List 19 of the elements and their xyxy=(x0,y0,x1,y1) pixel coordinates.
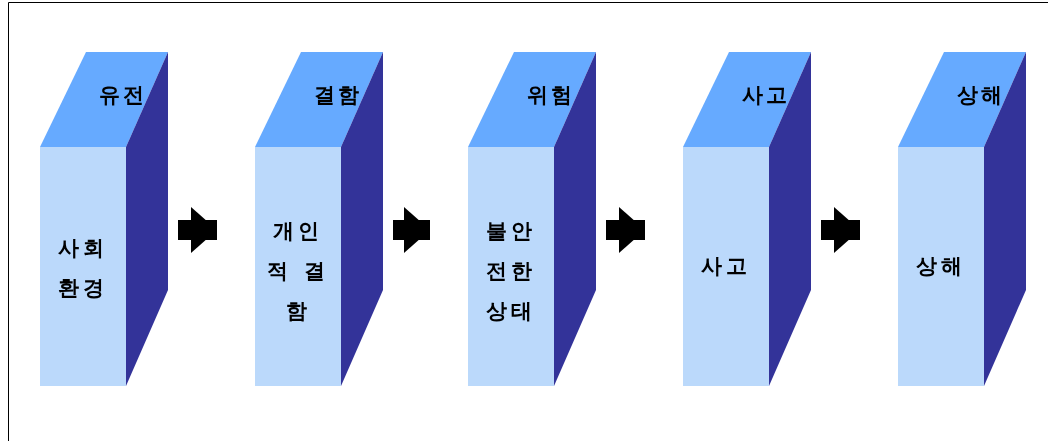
cuboid-block xyxy=(468,52,596,386)
block-arrow xyxy=(606,207,645,253)
front-label: 사고 xyxy=(700,253,752,280)
block-arrow xyxy=(393,207,430,253)
front-label: 상해 xyxy=(915,253,967,280)
top-label: 결함 xyxy=(313,82,363,109)
cuboid-block xyxy=(683,52,811,386)
cuboid-block xyxy=(40,52,168,386)
front-label: 사회 환경 xyxy=(57,235,109,302)
cuboid-block xyxy=(898,52,1026,386)
front-label: 개인적 결함 xyxy=(267,218,329,325)
top-label: 상해 xyxy=(956,82,1006,109)
block-arrow xyxy=(821,207,860,253)
block-arrow xyxy=(178,207,217,253)
front-label: 불안전한 상태 xyxy=(486,218,536,325)
cuboid-block xyxy=(255,52,383,386)
top-label: 사고 xyxy=(741,82,791,109)
top-label: 위험 xyxy=(526,82,576,109)
top-label: 유전 xyxy=(98,82,148,109)
